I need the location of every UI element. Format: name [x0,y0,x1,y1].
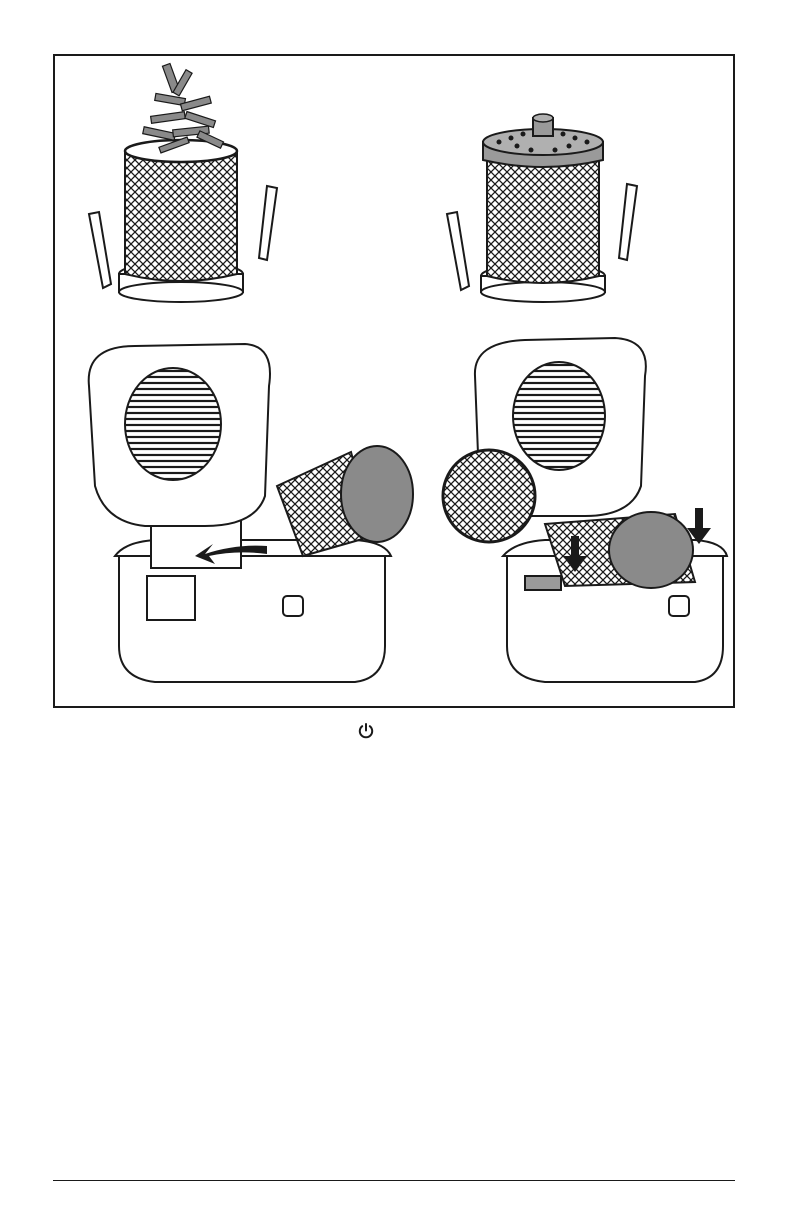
power-icon [357,722,375,740]
footer-rule [53,1180,735,1181]
illustration-figure [53,54,735,708]
panel-basket-with-lid [447,114,637,302]
panel-lock-basket [443,338,727,682]
panel-insert-basket [89,344,413,682]
panel-fries-into-basket [89,63,277,302]
